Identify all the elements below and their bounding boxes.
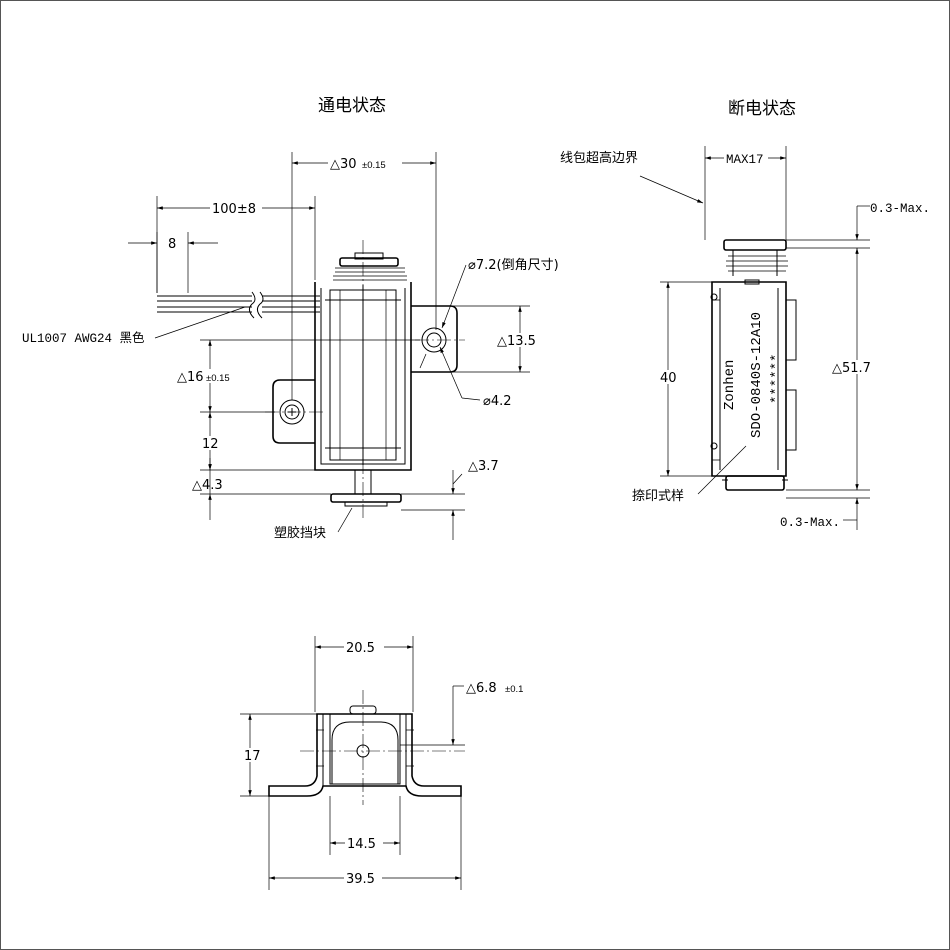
deenergized-view: Zonhen SDO-0840S-12A10 ****** MAX17 线包超高… — [560, 146, 930, 530]
svg-text:40: 40 — [660, 371, 677, 386]
svg-text:△51.7: △51.7 — [832, 361, 871, 376]
left-mount-tab — [272, 379, 315, 444]
side-cap-top — [723, 239, 787, 251]
plastic-stop-label: 塑胶挡块 — [274, 525, 326, 541]
dim-20-5: 20.5 — [314, 636, 414, 712]
dim-30: △30 ±0.15 — [291, 152, 437, 400]
model-stamp: SDO-0840S-12A10 — [749, 312, 765, 438]
dim-8: 8 — [128, 232, 218, 293]
svg-text:39.5: 39.5 — [346, 872, 375, 887]
dim-100: 100±8 — [156, 196, 316, 293]
dim-17: 17 — [240, 713, 330, 797]
dim-gap-top: 0.3-Max. — [786, 202, 930, 249]
dim-gap-bottom: 0.3-Max. — [780, 497, 870, 530]
svg-text:MAX17: MAX17 — [726, 153, 764, 167]
title-deenergized: 断电状态 — [728, 99, 796, 119]
svg-text:100±8: 100±8 — [212, 202, 256, 217]
dim-16: △16 ±0.15 — [176, 339, 420, 413]
dim-6-8: △6.8 ±0.1 — [400, 681, 523, 746]
hole-label: ⌀4.2 — [483, 394, 512, 409]
right-mount-tab — [411, 305, 458, 373]
dim-4-3: △4.3 — [192, 458, 331, 520]
dim-max17: MAX17 — [704, 146, 787, 240]
dim-51-7: △51.7 — [786, 248, 882, 491]
svg-text:±0.15: ±0.15 — [362, 160, 386, 171]
plastic-stop — [330, 469, 402, 507]
dim-3-7: △3.7 — [401, 459, 499, 540]
stamp-sample-label: 捺印式样 — [632, 489, 684, 504]
serial-stamp: ****** — [769, 354, 785, 404]
svg-text:8: 8 — [168, 237, 176, 252]
svg-text:△16: △16 — [177, 370, 204, 385]
end-flange — [268, 713, 462, 797]
chamfer-label: ⌀7.2(倒角尺寸) — [468, 258, 559, 273]
dim-13-5: △13.5 — [440, 305, 547, 373]
side-cap-bottom — [725, 475, 785, 491]
wire-spec-label: UL1007 AWG24 黑色 — [22, 330, 145, 346]
svg-text:14.5: 14.5 — [347, 837, 376, 852]
coil-boundary-label: 线包超高边界 — [560, 150, 638, 166]
svg-text:17: 17 — [244, 749, 261, 764]
svg-text:±0.1: ±0.1 — [505, 684, 523, 695]
svg-text:△13.5: △13.5 — [497, 334, 536, 349]
end-view: 20.5 △6.8 ±0.1 17 14.5 — [240, 636, 523, 890]
svg-text:△3.7: △3.7 — [468, 459, 499, 474]
side-body — [711, 281, 787, 477]
svg-text:0.3-Max.: 0.3-Max. — [780, 516, 840, 530]
plunger-cap-top — [333, 252, 407, 281]
svg-text:△6.8: △6.8 — [466, 681, 497, 696]
svg-text:±0.15: ±0.15 — [206, 373, 230, 384]
title-energized: 通电状态 — [318, 96, 386, 116]
lead-wires — [157, 291, 320, 319]
brand-stamp: Zonhen — [722, 360, 738, 410]
svg-text:△4.3: △4.3 — [192, 478, 223, 493]
dim-40: 40 — [658, 281, 712, 477]
dim-12: 12 — [200, 412, 315, 471]
energized-view: △30 ±0.15 100±8 8 UL1007 AWG24 黑色 — [22, 152, 559, 541]
svg-text:20.5: 20.5 — [346, 641, 375, 656]
dim-14-5: 14.5 — [329, 796, 401, 855]
dim-39-5: 39.5 — [268, 796, 462, 890]
svg-text:12: 12 — [202, 437, 219, 452]
svg-text:△30: △30 — [330, 157, 357, 172]
svg-text:0.3-Max.: 0.3-Max. — [870, 202, 930, 216]
